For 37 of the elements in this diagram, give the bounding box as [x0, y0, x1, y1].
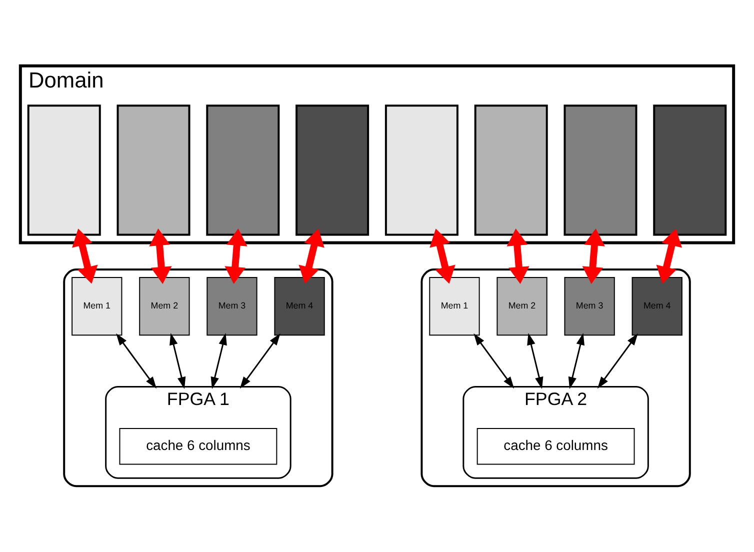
node-bar	[564, 104, 638, 236]
arrow	[149, 228, 172, 284]
arrow	[656, 228, 682, 284]
node-bar	[296, 104, 370, 236]
arrow	[170, 333, 186, 389]
node-box: Mem 3	[564, 277, 615, 336]
arrow	[582, 228, 605, 284]
node-box: Mem 2	[139, 277, 190, 336]
node-box: Mem 4	[274, 277, 325, 336]
node-box: Mem 1	[429, 277, 480, 336]
arrow	[298, 228, 324, 284]
node-box: Mem 1	[72, 277, 122, 336]
arrow	[506, 228, 530, 284]
cluster: Domain	[18, 64, 736, 244]
arrow	[72, 228, 98, 284]
node-bar	[206, 104, 280, 236]
arrow	[210, 333, 227, 389]
node-bar	[474, 104, 548, 236]
node-box: Mem 3	[206, 277, 258, 336]
node-box: cache 6 columns	[119, 428, 278, 465]
node-box: Mem 2	[496, 277, 548, 336]
cluster	[63, 268, 334, 488]
arrow	[597, 333, 638, 389]
node-bar	[384, 104, 458, 236]
node-box: cache 6 columns	[476, 428, 635, 465]
node-bar	[653, 104, 727, 236]
arrow	[224, 228, 248, 284]
arrow	[240, 333, 280, 389]
arrow	[474, 333, 514, 389]
node-bar	[27, 104, 101, 236]
arrow	[430, 228, 456, 284]
node-box: Mem 4	[632, 277, 682, 336]
arrow	[527, 333, 544, 389]
arrow	[116, 333, 157, 389]
arrow	[568, 333, 584, 389]
cluster	[420, 268, 691, 488]
node-bar	[116, 104, 190, 236]
